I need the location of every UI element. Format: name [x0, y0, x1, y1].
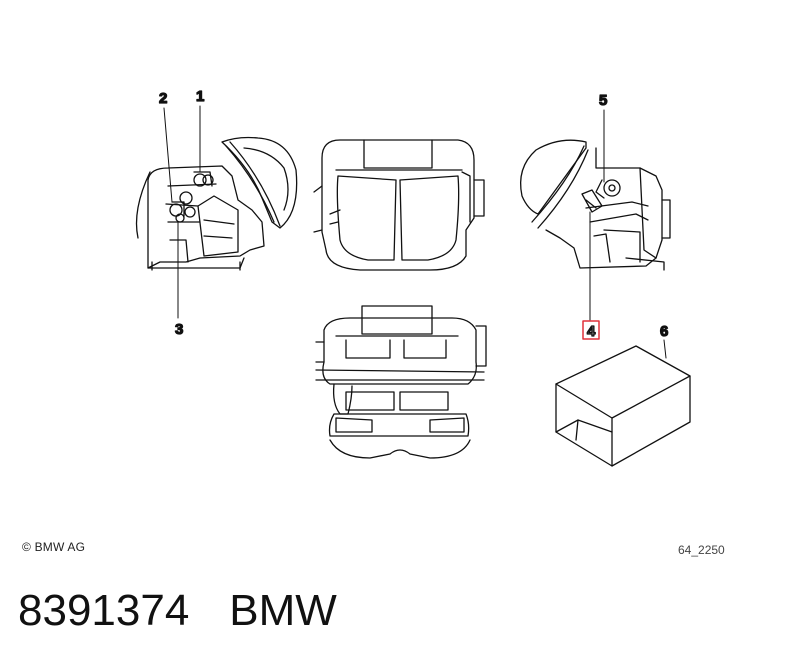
- callout-5[interactable]: 5: [598, 91, 608, 109]
- callout-1[interactable]: 1: [195, 87, 205, 105]
- part-number: 8391374: [18, 586, 190, 635]
- drawing-reference: 64_2250: [678, 543, 725, 557]
- part-info-line: 8391374 BMW: [18, 586, 337, 636]
- housing-lower-view: [315, 305, 487, 459]
- copyright-text: © BMW AG: [22, 540, 86, 554]
- housing-left-view: [135, 136, 298, 271]
- housing-front-view: [313, 139, 485, 271]
- callout-4-highlight-box: [582, 320, 600, 340]
- brand-name: BMW: [229, 586, 337, 635]
- callout-3[interactable]: 3: [174, 320, 184, 338]
- part-6-box: [555, 345, 691, 467]
- callout-2[interactable]: 2: [158, 89, 168, 107]
- callout-4[interactable]: 4: [586, 322, 596, 340]
- housing-right-view: [519, 139, 671, 271]
- leader-lines: [163, 105, 667, 359]
- callout-6[interactable]: 6: [659, 322, 669, 340]
